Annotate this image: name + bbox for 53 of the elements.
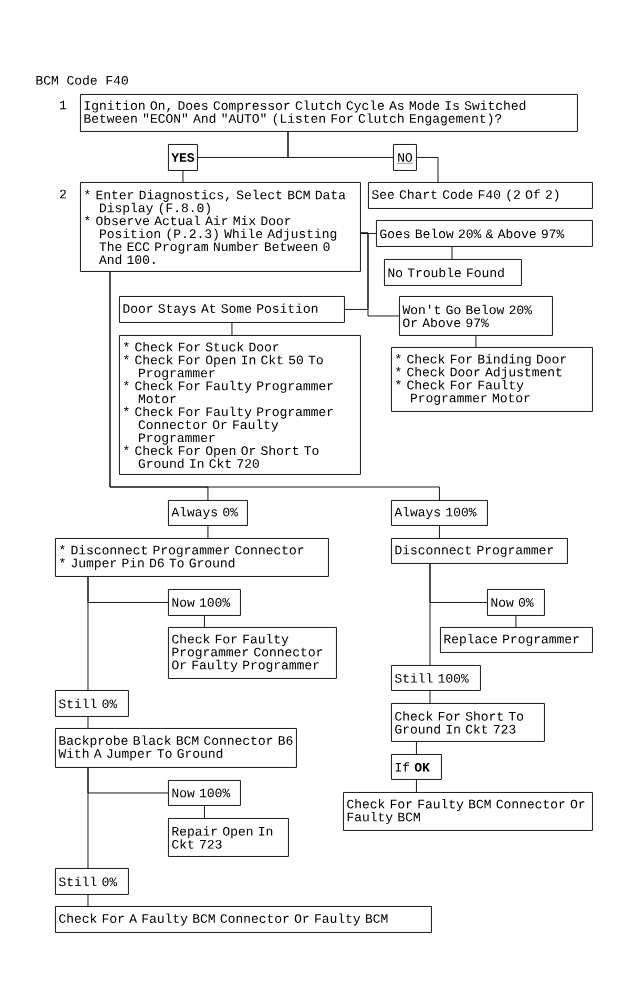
- connector-line: [416, 741, 417, 755]
- step-box: Always 100%: [391, 500, 488, 526]
- step-box: Goes Below 20% & Above 97%: [376, 220, 593, 247]
- connector-line: [87, 716, 89, 729]
- step-box: If OK: [391, 754, 442, 780]
- connector-line: [87, 894, 89, 907]
- answer-box: YES: [168, 144, 198, 171]
- connector-line: [515, 615, 517, 628]
- step-box: Still 100%: [391, 665, 481, 691]
- step-box: Check For Faulty Programmer Connector Or Faulty Programmer: [168, 627, 337, 679]
- step-box: See Chart Code F40 (2 Of 2): [368, 182, 593, 209]
- step-box: Check For Faulty BCM Connector Or Faulty BCM: [343, 792, 593, 831]
- step-box: Check For A Faulty BCM Connector Or Faulty BCM: [55, 906, 432, 933]
- step-box: Repair Open In Ckt 723: [168, 818, 289, 857]
- connector-line: [429, 690, 431, 704]
- step-box: Now 0%: [487, 589, 545, 616]
- connector-line: [439, 525, 440, 539]
- step-box: Now 100%: [168, 780, 241, 806]
- step-box: Disconnect Programmer: [391, 538, 568, 564]
- step-box: Still 0%: [55, 690, 129, 717]
- step-box: Check For Short To Ground In Ckt 723: [391, 703, 545, 742]
- connector-line: [182, 170, 184, 183]
- connector-line: [429, 563, 431, 666]
- connector-line: [416, 779, 417, 793]
- answer-box: NO: [393, 144, 417, 171]
- connector-line: [109, 271, 440, 501]
- step-box: No Trouble Found: [384, 259, 522, 286]
- connector-line: [475, 335, 477, 348]
- step-box: Replace Programmer: [440, 627, 593, 653]
- step-box: Ignition On, Does Compressor Clutch Cycle As Mode Is Switched Between "ECON" And "AUTO" (Listen For Clutch Engagement)?: [80, 94, 578, 132]
- step-box: Now 100%: [168, 589, 241, 616]
- connector-line: [204, 615, 205, 628]
- step-box: * Enter Diagnostics, Select BCM Data Display (F.8.0) * Observe Actual Air Mix Door Position (P.2.3) While Adjusting The ECC Program Number Between 0 And 100.: [80, 182, 361, 272]
- title: BCM Code F40: [36, 75, 128, 85]
- step-box: * Disconnect Programmer Connector * Jumper Pin D6 To Ground: [55, 538, 329, 577]
- step-box: * Check For Stuck Door * Check For Open In Ckt 50 To Programmer * Check For Faulty Programmer Motor * Check For Faulty Programmer Connector Or Faulty Programmer * Check For Open Or Short To Ground In Ckt 720: [119, 335, 361, 475]
- connector-line: [451, 246, 453, 260]
- connector-line: [360, 232, 400, 317]
- connector-line: [204, 805, 205, 819]
- step-box: Backprobe Black BCM Connector B6 With A Jumper To Ground: [55, 728, 297, 768]
- connector-line: [231, 322, 233, 336]
- step-box: Won't Go Below 20% Or Above 97%: [399, 296, 553, 336]
- step-number: 1: [60, 100, 67, 110]
- step-number: 2: [60, 189, 66, 199]
- connector-line: [87, 576, 89, 691]
- connector-line: [87, 767, 89, 869]
- connector-line: [416, 157, 439, 183]
- step-box: Door Stays At Some Position: [119, 296, 345, 323]
- step-box: Still 0%: [55, 868, 129, 895]
- connector-line: [287, 131, 394, 158]
- connector-line: [207, 525, 209, 539]
- step-box: Always 0%: [168, 500, 248, 526]
- step-box: * Check For Binding Door * Check Door Adjustment * Check For Faulty Programmer Motor: [391, 347, 593, 412]
